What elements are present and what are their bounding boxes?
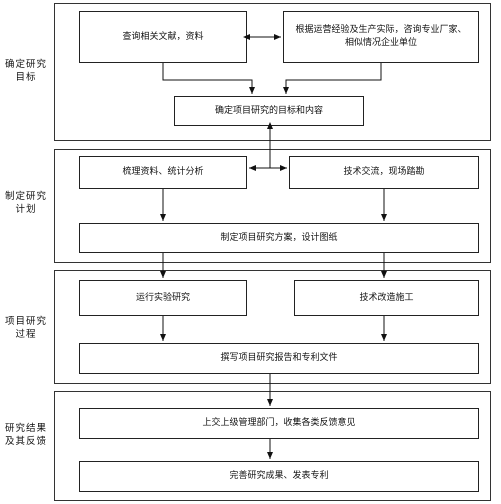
box-finalize: 完善研究成果、发表专利 xyxy=(79,461,479,492)
stage-label-2: 制定研究计划 xyxy=(4,191,47,215)
box-write-report: 撰写项目研究报告和专利文件 xyxy=(79,343,479,374)
box-experiment: 运行实验研究 xyxy=(79,280,247,316)
stage-label-4: 研究结果及其反馈 xyxy=(4,423,47,447)
stage-label-1: 确定研究目标 xyxy=(4,59,47,83)
box-tech-exchange: 技术交流，现场踏勘 xyxy=(289,156,479,189)
box-research-plan: 制定项目研究方案，设计图纸 xyxy=(79,223,479,253)
box-submit-feedback: 上交上级管理部门，收集各类反馈意见 xyxy=(79,408,479,439)
box-consult-vendors: 根据运营经验及生产实际，咨询专业厂家、相似情况企业单位 xyxy=(283,11,479,63)
box-data-analysis: 梳理资料、统计分析 xyxy=(79,156,247,189)
box-literature-search: 查询相关文献，资料 xyxy=(79,11,247,63)
box-retrofit: 技术改造施工 xyxy=(294,280,479,316)
stage-label-3: 项目研究过程 xyxy=(4,316,47,340)
box-define-goals: 确定项目研究的目标和内容 xyxy=(174,96,364,126)
